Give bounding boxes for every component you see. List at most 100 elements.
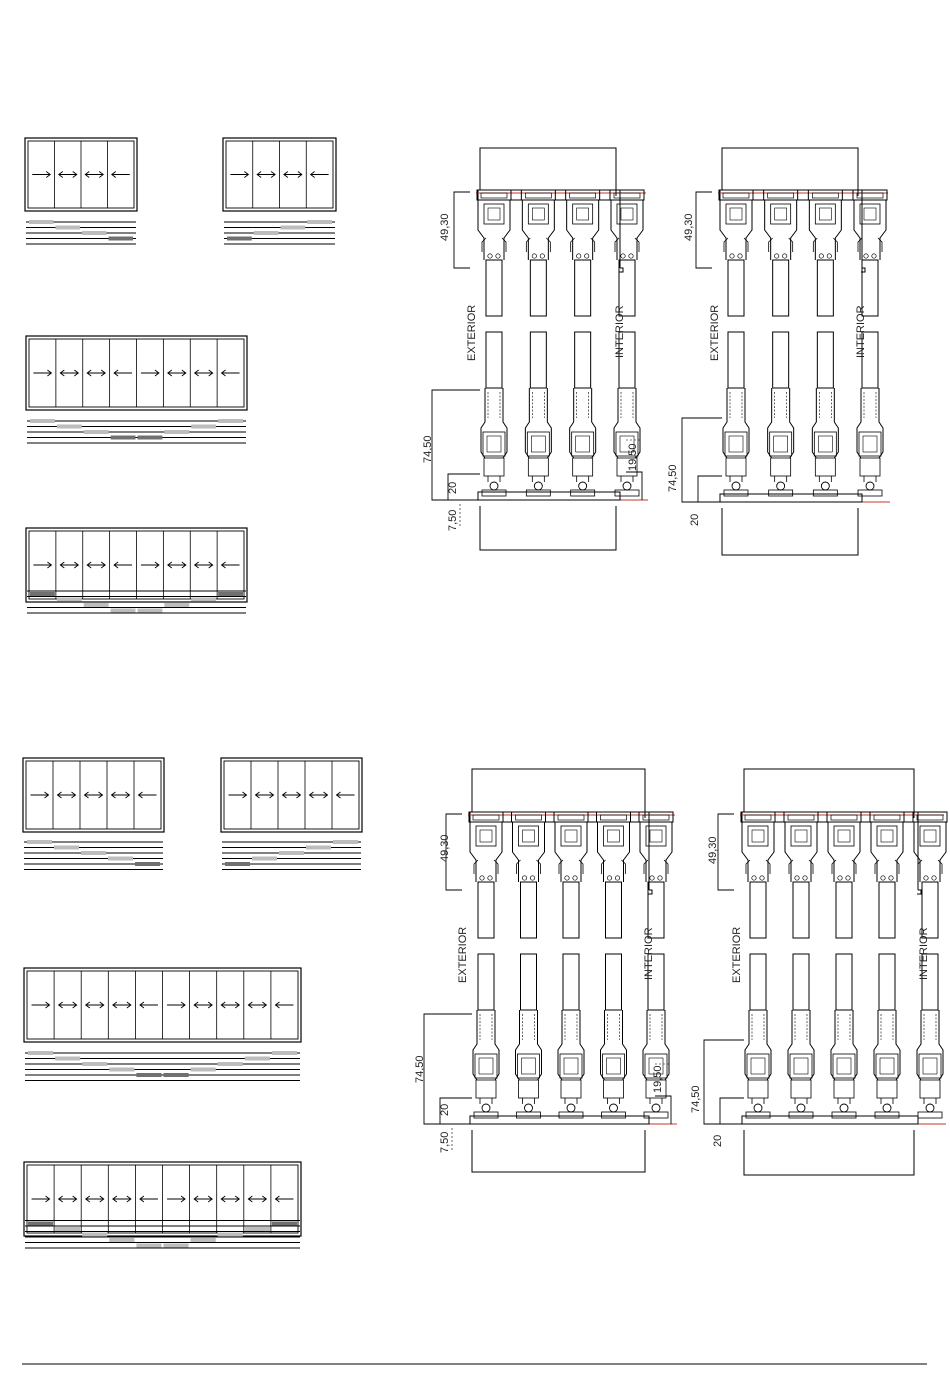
exterior-label: EXTERIOR — [466, 305, 478, 361]
stacking-bar — [111, 436, 136, 440]
arrow-left-icon — [222, 370, 240, 376]
stacking-bar — [109, 237, 134, 241]
stacking-bar — [306, 846, 331, 850]
stacking-bar — [279, 851, 304, 855]
door-panel-section — [566, 190, 600, 496]
arrow-both-icon — [59, 1002, 77, 1008]
interior-label: INTERIOR — [918, 927, 930, 980]
stacking-bar — [218, 419, 243, 423]
dim-track-bracket — [698, 476, 722, 502]
arrow-left-icon — [114, 370, 132, 376]
arrow-right-icon — [141, 370, 159, 376]
arrow-both-icon — [168, 562, 186, 568]
dim-head-label: 49,30 — [439, 834, 451, 862]
stacking-bar — [164, 1244, 189, 1248]
arrow-left-icon — [222, 562, 240, 568]
head-track — [720, 190, 862, 200]
interior-label: INTERIOR — [855, 305, 867, 358]
stacking-diagram — [25, 1051, 300, 1081]
arrow-both-icon — [86, 1196, 104, 1202]
door-elevation-8-down — [26, 336, 247, 443]
door-panel-section — [870, 812, 904, 1118]
stacking-bar — [57, 598, 82, 602]
arrow-right-icon — [32, 1002, 50, 1008]
stacking-bar — [218, 592, 243, 596]
interior-label: INTERIOR — [643, 927, 655, 980]
arrow-both-icon — [113, 1002, 131, 1008]
door-panel-section — [764, 190, 798, 496]
stacking-bar — [191, 425, 216, 429]
exterior-label: EXTERIOR — [457, 927, 469, 983]
head-frame — [472, 769, 645, 818]
stacking-bar — [82, 231, 107, 235]
door-panel-section — [512, 812, 546, 1118]
stacking-bar — [307, 220, 332, 224]
head-frame — [480, 148, 616, 196]
stacking-bar — [135, 862, 160, 866]
door-elevation-4L — [25, 138, 137, 244]
arrow-both-icon — [195, 562, 213, 568]
stacking-bar — [138, 436, 163, 440]
stacking-bar — [245, 1227, 270, 1231]
stacking-bar — [272, 1051, 297, 1055]
stacking-bar — [218, 1233, 243, 1237]
dim-track-step-label: 20 — [689, 514, 701, 526]
stacking-bar — [164, 603, 189, 607]
stacking-bar — [56, 226, 81, 230]
exterior-label: EXTERIOR — [709, 305, 721, 361]
arrow-both-icon — [58, 792, 76, 798]
stacking-bar — [138, 609, 163, 613]
arrow-both-icon — [257, 172, 275, 178]
arrow-left-icon — [139, 792, 157, 798]
stacking-bar — [54, 846, 79, 850]
stacking-bar — [136, 1073, 161, 1077]
dim-sill-bracket — [682, 418, 722, 502]
dim-small-step-label: 7,50 — [447, 510, 459, 531]
arrow-right-icon — [32, 172, 50, 178]
stacking-bar — [333, 840, 358, 844]
stacking-bar — [57, 425, 82, 429]
stacking-bar — [191, 1068, 216, 1072]
stacking-bar — [136, 1244, 161, 1248]
head-track — [478, 190, 620, 200]
arrow-both-icon — [60, 562, 78, 568]
arrow-right-icon — [31, 792, 49, 798]
stacking-bar — [109, 1238, 134, 1242]
arrow-left-icon — [275, 1196, 293, 1202]
arrow-left-icon — [114, 562, 132, 568]
arrow-right-icon — [33, 562, 51, 568]
arrow-both-icon — [59, 1196, 77, 1202]
arrow-both-icon — [248, 1002, 266, 1008]
dim-head-label: 49,30 — [439, 213, 451, 241]
stacking-bar — [191, 598, 216, 602]
arrow-both-icon — [248, 1196, 266, 1202]
door-elevation-10-up — [24, 1162, 301, 1248]
arrow-left-icon — [112, 172, 130, 178]
arrow-both-icon — [112, 792, 130, 798]
arrow-both-icon — [85, 172, 103, 178]
arrow-both-icon — [310, 792, 328, 798]
stacking-bar — [108, 857, 133, 861]
arrow-both-icon — [86, 1002, 104, 1008]
door-panel-section — [521, 190, 555, 496]
door-panel-section — [741, 812, 775, 1118]
door-panel-section — [784, 812, 818, 1118]
stacking-bar — [82, 1062, 107, 1066]
door-panel-section — [597, 812, 631, 1118]
arrow-both-icon — [284, 172, 302, 178]
arrow-both-icon — [194, 1196, 212, 1202]
stacking-diagram — [27, 419, 246, 443]
stacking-diagram — [26, 220, 136, 244]
stacking-bar — [218, 1062, 243, 1066]
exterior-label: EXTERIOR — [731, 927, 743, 983]
dim-head-label: 49,30 — [707, 836, 719, 864]
stacking-bar — [30, 592, 55, 596]
head-track — [470, 812, 649, 822]
door-elevation-5R — [221, 758, 362, 870]
stacking-bar — [245, 1057, 270, 1061]
dim-head-bracket — [454, 192, 470, 268]
door-elevation-8-up — [26, 528, 247, 613]
door-elevations — [23, 138, 362, 1248]
arrow-right-icon — [32, 1196, 50, 1202]
arrow-both-icon — [60, 370, 78, 376]
